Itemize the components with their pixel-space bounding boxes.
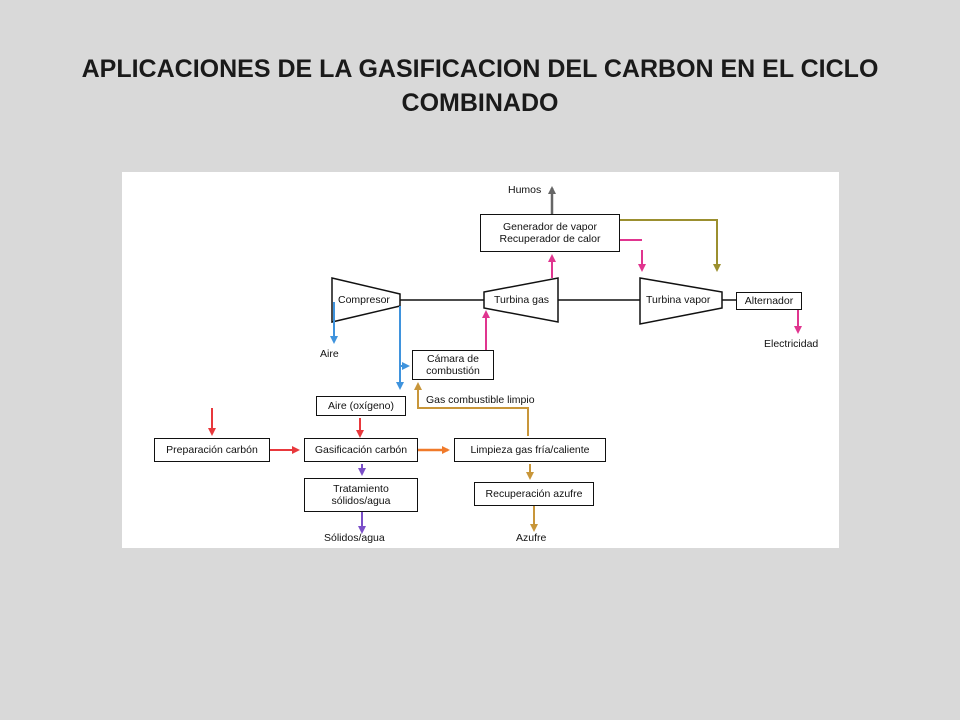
recuperacion-azufre-box: Recuperación azufre bbox=[474, 482, 594, 506]
tratamiento-line2: sólidos/agua bbox=[331, 495, 391, 507]
alternador-box: Alternador bbox=[736, 292, 802, 310]
preparacion-carbon-box: Preparación carbón bbox=[154, 438, 270, 462]
camara-line2: combustión bbox=[426, 365, 480, 377]
aire-oxigeno-box: Aire (oxígeno) bbox=[316, 396, 406, 416]
gas-limpio-label: Gas combustible limpio bbox=[426, 394, 535, 406]
diagram-panel: Generador de vapor Recuperador de calor … bbox=[122, 172, 839, 548]
vapor-loop-arrow bbox=[620, 219, 721, 272]
turbina-vapor-label: Turbina vapor bbox=[646, 294, 711, 306]
generador-vapor-box: Generador de vapor Recuperador de calor bbox=[480, 214, 620, 252]
azufre-label: Azufre bbox=[516, 532, 547, 544]
generador-line1: Generador de vapor bbox=[503, 221, 597, 233]
slide-title: APLICACIONES DE LA GASIFICACION DEL CARB… bbox=[81, 55, 879, 117]
aire-label: Aire bbox=[320, 348, 339, 360]
solidos-label: Sólidos/agua bbox=[324, 532, 385, 544]
turbina-vapor-shape bbox=[639, 277, 723, 325]
gas-limpio-arrow bbox=[414, 382, 529, 436]
turbina-gas-label: Turbina gas bbox=[494, 294, 550, 306]
tratamiento-line1: Tratamiento bbox=[333, 483, 389, 495]
diagram-canvas bbox=[208, 186, 802, 534]
humos-label: Humos bbox=[508, 184, 542, 196]
camara-line1: Cámara de bbox=[427, 353, 479, 365]
generador-line2: Recuperador de calor bbox=[499, 233, 601, 245]
turbina-gas-shape bbox=[483, 277, 559, 323]
limpieza-gas-box: Limpieza gas fría/caliente bbox=[454, 438, 606, 462]
tratamiento-box: Tratamiento sólidos/agua bbox=[304, 478, 418, 512]
compresor-label: Compresor bbox=[338, 294, 390, 306]
gasificacion-carbon-box: Gasificación carbón bbox=[304, 438, 418, 462]
electricidad-label: Electricidad bbox=[764, 338, 819, 350]
camara-combustion-box: Cámara de combustión bbox=[412, 350, 494, 380]
